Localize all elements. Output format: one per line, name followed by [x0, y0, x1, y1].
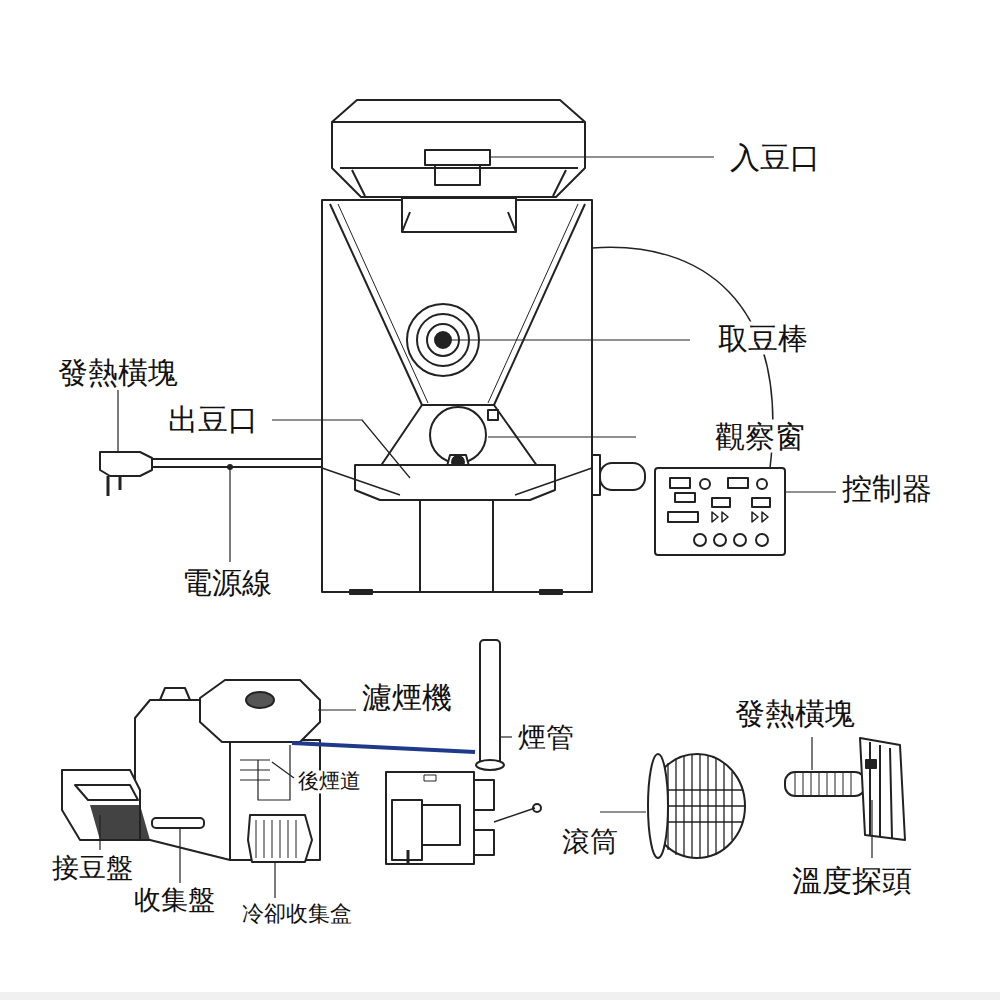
part-label: 發熱橫塊 — [56, 356, 180, 389]
part-label: 電源線 — [180, 566, 274, 599]
part-label: 控制器 — [840, 472, 934, 505]
part-label: 滾筒 — [560, 827, 620, 858]
part-label: 入豆口 — [728, 141, 822, 174]
part-label: 濾煙機 — [360, 681, 454, 714]
part-label: 後煙道 — [296, 770, 363, 793]
part-label: 出豆口 — [166, 403, 260, 436]
part-label: 取豆棒 — [716, 322, 810, 355]
part-label: 煙管 — [516, 723, 576, 754]
part-label: 收集盤 — [132, 885, 217, 915]
part-label: 接豆盤 — [50, 853, 135, 883]
part-label: 觀察窗 — [713, 420, 807, 453]
part-label: 溫度探頭 — [790, 864, 914, 897]
part-label: 發熱橫塊 — [733, 697, 857, 730]
part-label: 冷卻收集盒 — [240, 902, 354, 926]
